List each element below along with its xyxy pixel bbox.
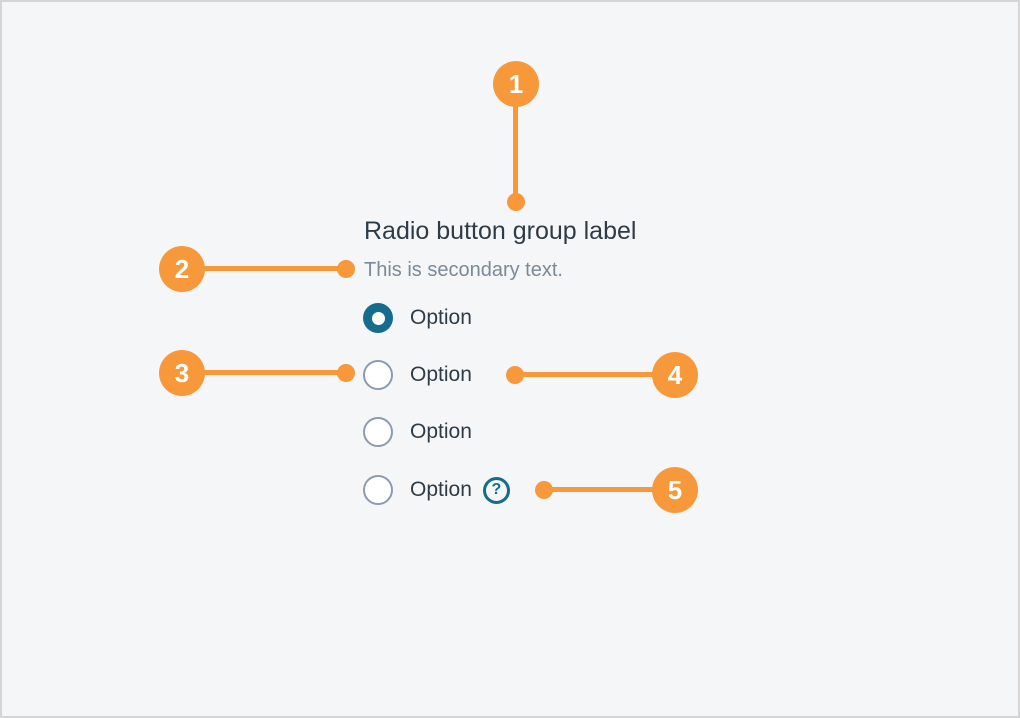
callout-marker-4: 4 xyxy=(652,352,698,398)
callout-number: 4 xyxy=(667,359,683,390)
callout-marker-5: 5 xyxy=(652,467,698,513)
callout-connector-dot xyxy=(535,481,553,499)
radio-option-row[interactable]: Option ? xyxy=(363,475,510,505)
callout-number: 2 xyxy=(174,253,190,284)
callout-number: 1 xyxy=(508,68,524,99)
radio-option-label[interactable]: Option xyxy=(410,363,472,386)
radio-option-row[interactable]: Option xyxy=(363,360,472,390)
callout-number: 3 xyxy=(174,357,190,388)
radio-input[interactable] xyxy=(363,475,393,505)
callout-connector-dot xyxy=(337,260,355,278)
callout-connector-line xyxy=(515,372,655,377)
callout-marker-2: 2 xyxy=(159,246,205,292)
callout-connector-line xyxy=(202,370,346,375)
callout-connector-line xyxy=(202,266,346,271)
callout-connector-dot xyxy=(337,364,355,382)
callout-marker-3: 3 xyxy=(159,350,205,396)
radio-group-label: Radio button group label xyxy=(364,217,637,245)
radio-input[interactable] xyxy=(363,417,393,447)
radio-option-label[interactable]: Option xyxy=(410,478,472,501)
radio-input[interactable] xyxy=(363,303,393,333)
callout-number: 5 xyxy=(667,474,683,505)
callout-connector-line xyxy=(544,487,655,492)
callout-marker-1: 1 xyxy=(493,61,539,107)
radio-group-secondary-text: This is secondary text. xyxy=(364,259,563,281)
callout-connector-line xyxy=(513,102,518,202)
radio-option-label[interactable]: Option xyxy=(410,420,472,443)
radio-option-row[interactable]: Option xyxy=(363,303,472,333)
callout-connector-dot xyxy=(507,193,525,211)
help-icon[interactable]: ? xyxy=(482,476,510,504)
radio-input[interactable] xyxy=(363,360,393,390)
radio-option-row[interactable]: Option xyxy=(363,417,472,447)
radio-option-label[interactable]: Option xyxy=(410,306,472,329)
callout-connector-dot xyxy=(506,366,524,384)
